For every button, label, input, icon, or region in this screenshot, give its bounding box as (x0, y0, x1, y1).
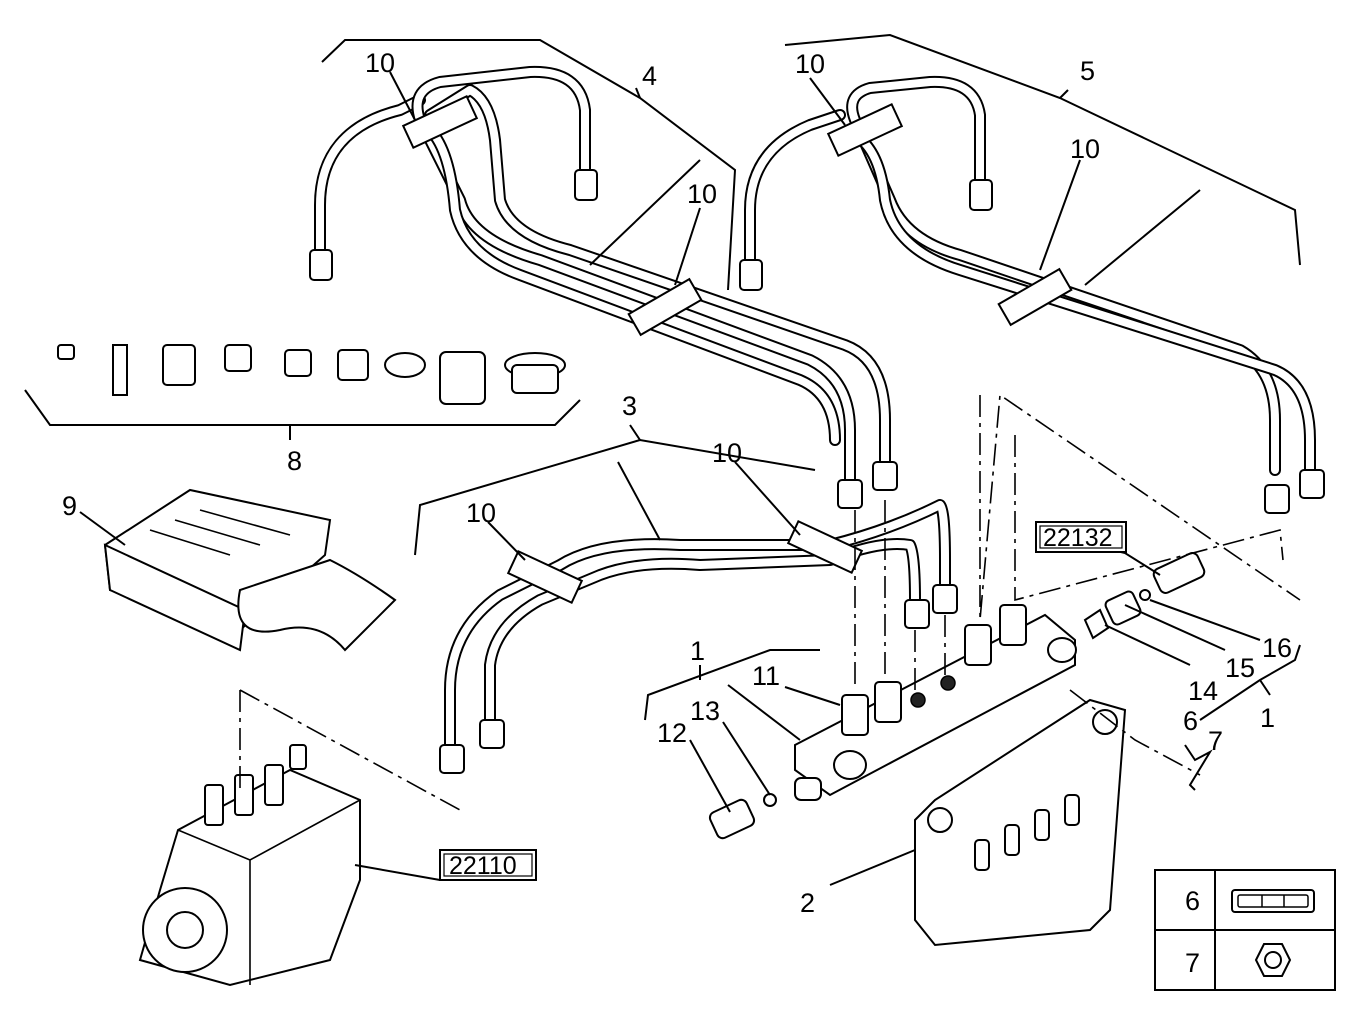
gasket-kit-9 (103, 488, 397, 652)
callout-14: 14 (1188, 676, 1218, 706)
legend-table: 6 7 (1154, 869, 1336, 991)
injection-pipe-set-5 (739, 75, 1325, 514)
callout-10-f: 10 (466, 498, 496, 528)
injection-pipe-set-3 (439, 499, 958, 774)
pressure-valve-parts (708, 552, 1206, 840)
callout-10-b: 10 (795, 49, 825, 79)
leader-lines (79, 33, 1301, 886)
reference-22132-label: 22132 (1043, 524, 1113, 552)
injection-pipe-set-4 (309, 65, 898, 509)
legend-7-number: 7 (1185, 948, 1200, 978)
callout-2: 2 (800, 888, 815, 918)
callout-4: 4 (642, 61, 657, 91)
callout-9: 9 (62, 491, 77, 521)
callout-3: 3 (622, 391, 637, 421)
callout-13: 13 (690, 696, 720, 726)
callout-1-a: 1 (690, 636, 705, 666)
alignment-lines (239, 393, 1301, 811)
callout-7: 7 (1208, 726, 1223, 756)
callouts: 10 4 10 5 10 10 3 8 10 9 10 1 11 12 13 1… (62, 48, 1292, 918)
callout-10-a: 10 (365, 48, 395, 78)
callout-15: 15 (1225, 653, 1255, 683)
callout-10-c: 10 (1070, 134, 1100, 164)
fuel-rail-1 (794, 604, 1077, 801)
clamp-icon (1231, 889, 1315, 913)
reference-box-22132[interactable]: 22132 (1035, 521, 1127, 553)
mounting-bracket-2 (914, 698, 1127, 947)
injection-pump (138, 744, 361, 987)
callout-12: 12 (657, 718, 687, 748)
reference-box-22110[interactable]: 22110 (439, 849, 537, 881)
callout-10-d: 10 (687, 179, 717, 209)
reference-22110-label: 22110 (449, 852, 517, 880)
legend-6-number: 6 (1185, 886, 1200, 916)
callout-8: 8 (287, 446, 302, 476)
callout-10-e: 10 (712, 438, 742, 468)
callout-5: 5 (1080, 56, 1095, 86)
hex-nut-icon (1254, 943, 1292, 977)
callout-1-b: 1 (1260, 703, 1275, 733)
small-parts-kit-8 (24, 344, 581, 440)
callout-6: 6 (1183, 706, 1198, 736)
callout-16: 16 (1262, 633, 1292, 663)
callout-11: 11 (752, 661, 780, 691)
